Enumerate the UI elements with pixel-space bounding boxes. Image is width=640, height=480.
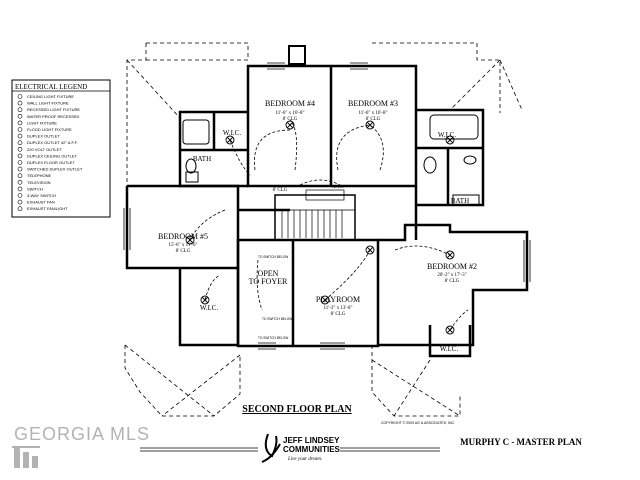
roof-outline (124, 42, 523, 417)
title-block: SECOND FLOOR PLAN COPYRIGHT © 2009 AG & … (140, 404, 582, 463)
bath-right: BATH (451, 197, 469, 205)
bedroom4-dims: 11'-6" x 16'-8" (275, 111, 304, 116)
legend-symbol-icon (17, 120, 23, 126)
room-labels: BEDROOM #4 11'-6" x 16'-8" 8' CLG BEDROO… (158, 99, 477, 353)
legend-item-label: TELEVISION (27, 180, 51, 185)
legend-symbol-icon (17, 166, 23, 172)
bath-left: BATH (193, 155, 211, 163)
legend-symbol-icon (17, 160, 23, 165)
legend-item-label: CEILING LIGHT FIXTURE (27, 94, 74, 99)
wic-right-bottom: W.I.C. (440, 345, 458, 353)
legend-symbol-icon (17, 133, 23, 139)
bedroom5-name: BEDROOM #5 (158, 232, 208, 241)
switch-notes: TO SWITCH BELOW TO SWITCH BELOW TO SWITC… (258, 255, 292, 340)
switch-note-1: TO SWITCH BELOW (258, 255, 288, 259)
georgia-mls-watermark: GEORGIA MLS (12, 424, 150, 468)
legend-title: ELECTRICAL LEGEND (15, 83, 87, 91)
attic-label: ATTIC (332, 184, 344, 189)
windows (123, 62, 531, 350)
legend-items: CEILING LIGHT FIXTURE WALL LIGHT FIXTURER… (17, 94, 83, 211)
jeff-lindsey-logo-icon (261, 433, 281, 463)
legend-item-label: DUPLEX FLOOR OUTLET (27, 160, 75, 165)
legend-symbol-icon (17, 100, 23, 106)
bedroom5-dims: 15'-6" x 11'-6" (168, 243, 197, 248)
company-line2: COMMUNITIES (283, 445, 341, 454)
bedroom2-dims: 20'-2" x 17'-3" (437, 273, 466, 278)
legend-item-label: 220 VOLT OUTLET (27, 147, 62, 152)
legend-item-label: WATER PROOF RECESSED (27, 114, 80, 119)
legend-symbol-icon (17, 127, 23, 132)
playroom-dims: 11'-3" x 13'-8" (323, 306, 352, 311)
legend-symbol-icon (17, 173, 23, 178)
bedroom2-name: BEDROOM #2 (427, 262, 477, 271)
light-fixture-icons (185, 120, 455, 335)
legend-symbol-icon (17, 114, 23, 119)
copyright: COPYRIGHT © 2009 AG & ASSOCIATES, INC. (381, 421, 455, 425)
mls-building-icon (12, 446, 40, 468)
bedroom4-name: BEDROOM #4 (265, 99, 315, 108)
company-line1: JEFF LINDSEY (283, 436, 340, 445)
legend-item-label: TELEPHONE (27, 173, 52, 178)
legend-item-label: RECESSED LIGHT FIXTURE (27, 107, 80, 112)
open-foyer-line2: TO FOYER (249, 277, 288, 286)
legend-item-label: SWITCHED DUPLEX OUTLET (27, 167, 83, 172)
switch-note-2: TO SWITCH BELOW (262, 317, 292, 321)
company-tagline: Live your dream. (287, 457, 322, 462)
legend-symbol-icon (17, 147, 23, 152)
legend-symbol-icon (17, 186, 23, 192)
playroom-clg: 8' CLG (331, 312, 346, 317)
legend-item-label: EXHAUST FAN (27, 200, 55, 205)
legend-item-label: 3-WAY SWITCH (27, 193, 56, 198)
legend-symbol-icon (17, 206, 23, 211)
legend-item-label: DUPLEX OUTLET 42" A.F.F. (27, 140, 78, 145)
legend-symbol-icon (17, 94, 23, 99)
bedroom4-clg: 8' CLG (283, 117, 298, 122)
stair (275, 189, 355, 238)
playroom-name: PLAYROOM (316, 295, 360, 304)
bedroom3-name: BEDROOM #3 (348, 99, 398, 108)
legend-item-label: DUPLEX OUTLET (27, 134, 60, 139)
bedroom3-clg: 8' CLG (366, 117, 381, 122)
legend-symbol-icon (17, 193, 23, 198)
bedroom3-dims: 11'-6" x 16'-8" (358, 111, 387, 116)
legend-symbol-icon (17, 180, 23, 185)
legend-symbol-icon (17, 140, 23, 145)
open-foyer-line1: OPEN (258, 269, 279, 278)
wic-left-bottom: W.I.C. (200, 304, 218, 312)
legend-item-label: EXHAUST FAN/LIGHT (27, 206, 68, 211)
wic-right-top: W.I.C. (438, 131, 456, 139)
legend-item-label: WALL LIGHT FIXTURE (27, 101, 69, 106)
watermark-text: GEORGIA MLS (14, 424, 150, 444)
legend-symbol-icon (17, 107, 23, 112)
plan-name: MURPHY C - MASTER PLAN (460, 437, 582, 447)
plan-title: SECOND FLOOR PLAN (242, 404, 352, 415)
bedroom5-clg: 8' CLG (176, 249, 191, 254)
wic-left-top: W.I.C. (223, 129, 241, 137)
legend-item-label: SWITCH (27, 186, 43, 191)
electrical-legend: ELECTRICAL LEGEND CEILING LIGHT FIXTURE W… (11, 79, 111, 218)
hall-clg: 8' CLG (273, 188, 288, 193)
bedroom2-clg: 8' CLG (445, 279, 460, 284)
legend-item-label: FLOOD LIGHT FIXTURE (27, 127, 72, 132)
switch-note-3: TO SWITCH BELOW (258, 336, 288, 340)
legend-item-label: DUPLEX CEILING OUTLET (27, 153, 78, 158)
bath-fixtures (182, 114, 480, 206)
legend-item-label: LIGHT FIXTURE (27, 120, 57, 125)
legend-symbol-icon (17, 153, 23, 159)
legend-symbol-icon (17, 199, 23, 205)
